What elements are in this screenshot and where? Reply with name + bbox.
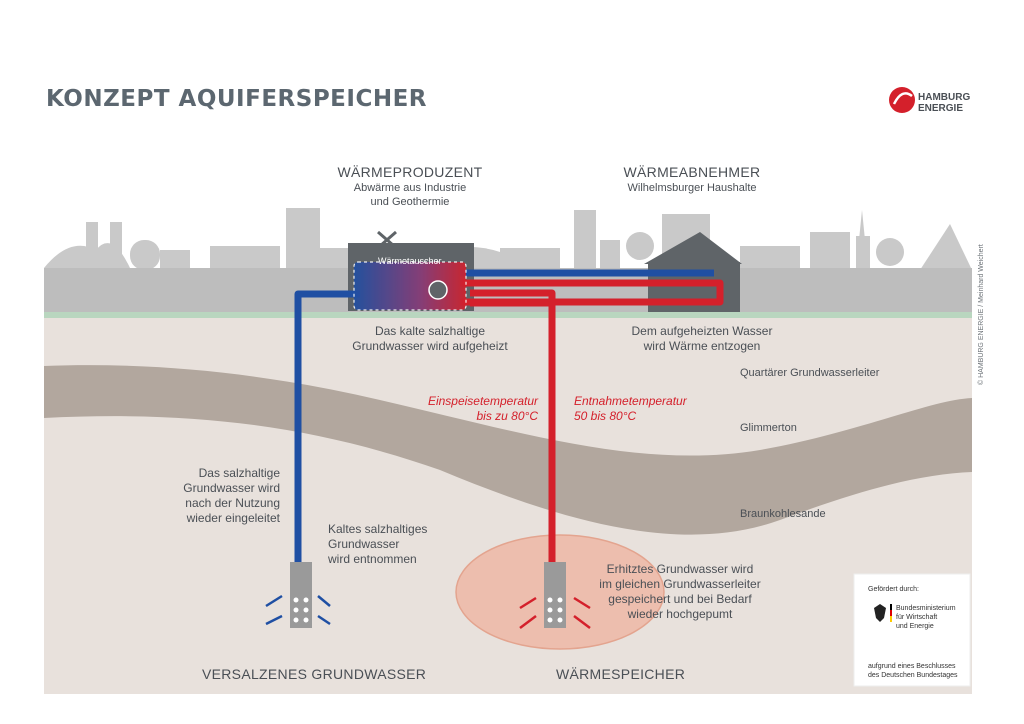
glimmerton-layer bbox=[44, 365, 972, 535]
page-title: KONZEPT AQUIFERSPEICHER bbox=[46, 86, 427, 112]
producer-desc-1: Abwärme aus Industrie bbox=[353, 182, 467, 194]
city-skyline bbox=[44, 208, 972, 270]
funding-intro: Gefördert durch: bbox=[868, 586, 919, 593]
consumer-desc: Wilhelmsburger Haushalte bbox=[627, 182, 757, 194]
hamburg-energie-logo-icon bbox=[889, 87, 915, 113]
storage-well-filter bbox=[544, 562, 566, 628]
hot-pipe bbox=[460, 279, 724, 570]
outflow-arrows bbox=[519, 596, 591, 629]
consumer-heading: WÄRMEABNEHMER bbox=[623, 164, 761, 180]
extraction-well-filter bbox=[290, 562, 312, 628]
layer-glimmerton: Glimmerton bbox=[740, 422, 797, 434]
grass-line bbox=[44, 312, 972, 318]
producer-heading: WÄRMEPRODUZENT bbox=[337, 164, 483, 180]
inflow-arrows bbox=[265, 594, 331, 626]
copyright-note: © HAMBURG ENERGIE / Meinhard Weichert bbox=[978, 244, 985, 385]
cold-pipe bbox=[294, 269, 714, 570]
flag-stripe-icon bbox=[890, 604, 892, 610]
federal-eagle-icon bbox=[874, 604, 886, 622]
layer-braunkohle: Braunkohlesande bbox=[740, 508, 826, 520]
bottom-label-left: VERSALZENES GRUNDWASSER bbox=[202, 666, 427, 682]
bottom-label-right: WÄRMESPEICHER bbox=[556, 666, 686, 682]
layer-quartaer: Quartärer Grundwasserleiter bbox=[740, 367, 880, 379]
heat-exchanger bbox=[353, 261, 467, 311]
heat-exchanger-label: Wärmetauscher bbox=[378, 256, 442, 266]
funding-box bbox=[853, 573, 971, 687]
producer-desc-2: und Geothermie bbox=[370, 196, 450, 208]
